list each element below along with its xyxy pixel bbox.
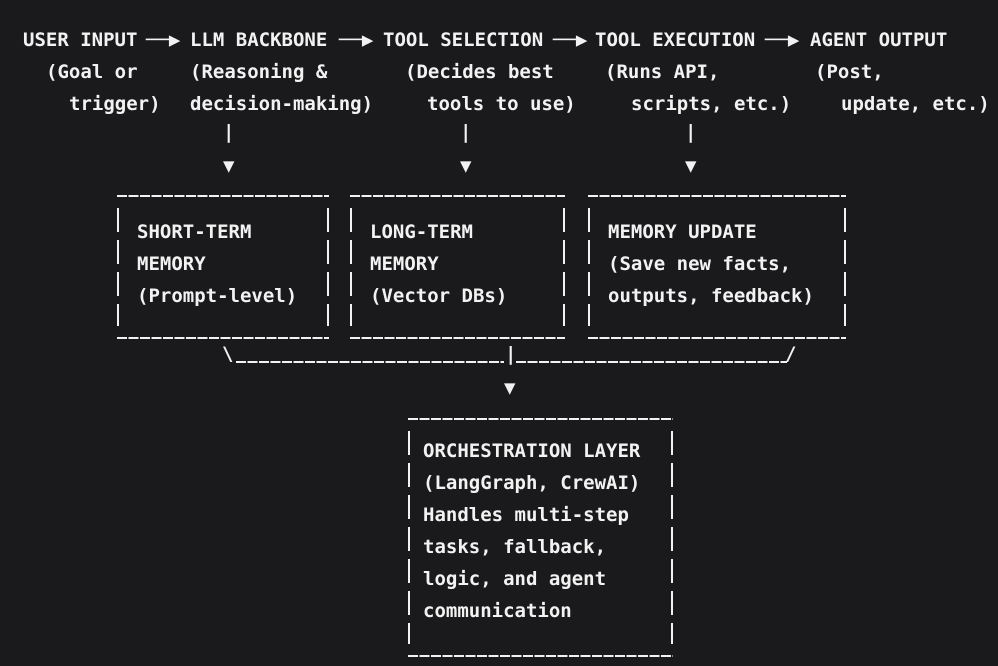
arrow-down-icon: ▼: [685, 155, 697, 177]
box-line: MEMORY: [137, 253, 206, 275]
box-line: communication: [423, 600, 572, 622]
flow-node-subtitle: scripts, etc.): [631, 93, 792, 115]
arrow-right-icon: ──▶: [339, 29, 374, 51]
arrow-right-icon: ──▶: [553, 29, 588, 51]
flow-node-title-tool-selection: TOOL SELECTION: [383, 29, 544, 51]
flow-node-subtitle: (Goal or: [46, 61, 138, 83]
arrow-right-icon: ──▶: [765, 29, 800, 51]
box-line: (Save new facts,: [608, 253, 792, 275]
connector-pipe: |: [223, 121, 235, 143]
connector-pipe: |: [460, 121, 472, 143]
box-line: MEMORY UPDATE: [608, 221, 757, 243]
flow-node-title-agent-output: AGENT OUTPUT: [810, 29, 948, 51]
converge-right-slash-icon: /: [785, 343, 797, 365]
box-line: SHORT-TERM: [137, 221, 252, 243]
converge-left-slash-icon: \: [222, 343, 234, 365]
box-line: LONG-TERM: [370, 221, 473, 243]
short-term-memory-box: SHORT-TERM MEMORY (Prompt-level): [117, 195, 329, 339]
box-line: logic, and agent: [423, 568, 607, 590]
converge-line-right: [516, 361, 787, 363]
arrow-right-icon: ──▶: [146, 29, 181, 51]
box-line: MEMORY: [370, 253, 439, 275]
flow-node-subtitle: (Decides best: [405, 61, 554, 83]
long-term-memory-box: LONG-TERM MEMORY (Vector DBs): [350, 195, 565, 339]
box-line: Handles multi-step: [423, 504, 629, 526]
box-line: ORCHESTRATION LAYER: [423, 440, 641, 462]
box-line: tasks, fallback,: [423, 536, 607, 558]
flow-node-subtitle: tools to use): [427, 93, 576, 115]
arrow-down-icon: ▼: [223, 155, 235, 177]
box-line: outputs, feedback): [608, 285, 814, 307]
connector-pipe: |: [685, 121, 697, 143]
arrow-down-icon: ▼: [460, 155, 472, 177]
box-line: (Prompt-level): [137, 285, 298, 307]
converge-line-left: [236, 361, 504, 363]
box-line: (Vector DBs): [370, 285, 508, 307]
flow-node-subtitle: trigger): [69, 93, 161, 115]
orchestration-layer-box: ORCHESTRATION LAYER (LangGraph, CrewAI) …: [408, 418, 673, 657]
memory-update-box: MEMORY UPDATE (Save new facts, outputs, …: [588, 195, 846, 339]
box-line: (LangGraph, CrewAI): [423, 472, 641, 494]
flow-node-subtitle: decision-making): [190, 93, 374, 115]
flow-node-subtitle: (Runs API,: [605, 61, 720, 83]
flow-node-subtitle: update, etc.): [841, 93, 990, 115]
connector-pipe: |: [505, 343, 517, 365]
flow-node-title-llm-backbone: LLM BACKBONE: [190, 29, 328, 51]
flow-node-subtitle: (Reasoning &: [190, 61, 328, 83]
arrow-down-icon: ▼: [504, 377, 516, 399]
flow-node-title-tool-execution: TOOL EXECUTION: [595, 29, 756, 51]
flow-node-title-user-input: USER INPUT: [23, 29, 138, 51]
flow-node-subtitle: (Post,: [815, 61, 884, 83]
